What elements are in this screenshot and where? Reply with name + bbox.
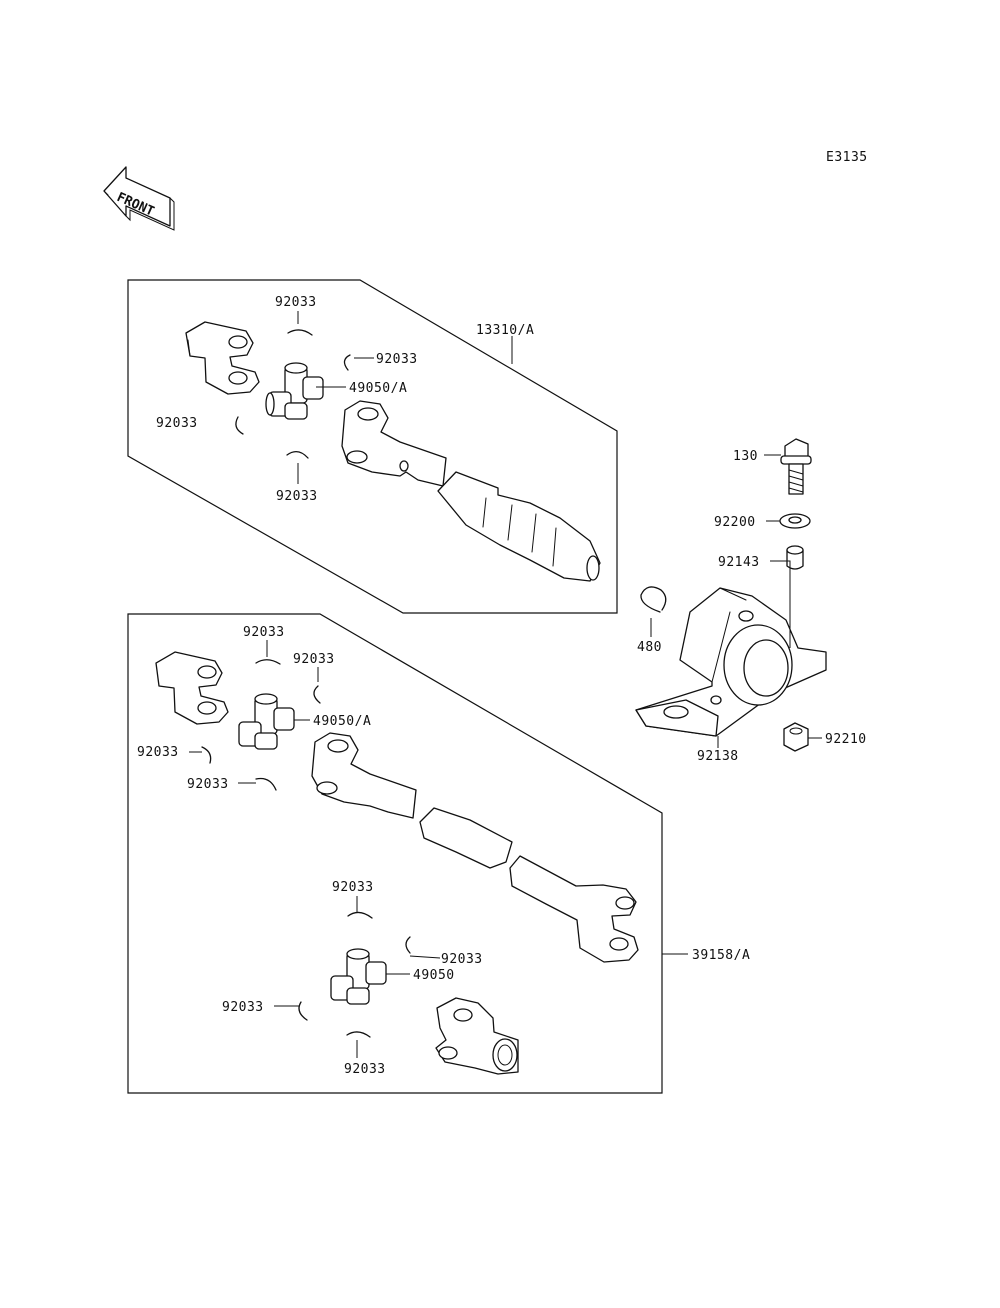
callout-upper-clip-left: 92033 — [156, 416, 198, 431]
lower-clip-f-icon — [405, 936, 411, 954]
diagram-code: E3135 — [826, 150, 868, 165]
callout-collar: 92143 — [718, 555, 760, 570]
callout-lower-clip-b: 92033 — [293, 652, 335, 667]
lower-spider-b-icon — [330, 948, 387, 1005]
lower-clip-b-icon — [313, 685, 321, 704]
callout-upper-spider: 49050/A — [349, 381, 407, 396]
lower-shaft-icon — [311, 732, 639, 963]
upper-shaft-icon — [341, 400, 601, 582]
callout-upper-clip-top: 92033 — [275, 295, 317, 310]
upper-assembly-frame — [127, 279, 618, 614]
lower-yoke-splined-icon — [435, 997, 519, 1075]
lower-clip-c-icon — [201, 746, 212, 764]
upper-clip-top-icon — [287, 329, 313, 336]
bolt-icon — [780, 438, 812, 495]
callout-washer: 92200 — [714, 515, 756, 530]
callout-upper-clip-bottom: 92033 — [276, 489, 318, 504]
lower-yoke-left-icon — [155, 651, 229, 725]
upper-yoke-icon — [185, 321, 260, 395]
callout-lower-clip-c: 92033 — [137, 745, 179, 760]
lower-spider-a-icon — [238, 693, 295, 750]
callout-lower-clip-d: 92033 — [187, 777, 229, 792]
callout-assembly-upper: 13310/A — [476, 323, 534, 338]
upper-clip-left-icon — [235, 416, 244, 435]
callout-circlip: 480 — [637, 640, 662, 655]
lower-clip-e-icon — [347, 911, 373, 919]
upper-clip-bottom-icon — [286, 451, 309, 459]
callout-lower-clip-a: 92033 — [243, 625, 285, 640]
lower-clip-d-icon — [255, 777, 277, 791]
callout-lower-clip-f: 92033 — [441, 952, 483, 967]
circlip-icon — [640, 586, 667, 613]
callout-lower-clip-g: 92033 — [222, 1000, 264, 1015]
callout-bearing-housing: 92138 — [697, 749, 739, 764]
nut-icon — [783, 722, 809, 752]
callout-assembly-lower: 39158/A — [692, 948, 750, 963]
bearing-housing-icon — [635, 587, 827, 737]
callout-bolt: 130 — [733, 449, 758, 464]
front-arrow-icon: FRONT — [103, 166, 175, 231]
lower-clip-a-icon — [255, 659, 281, 665]
upper-spider-icon — [265, 362, 324, 420]
callout-upper-clip-right: 92033 — [376, 352, 418, 367]
callout-lower-clip-h: 92033 — [344, 1062, 386, 1077]
lower-assembly-frame — [127, 613, 663, 1094]
lower-clip-h-icon — [346, 1031, 371, 1038]
collar-icon — [786, 545, 804, 570]
washer-icon — [779, 513, 811, 529]
lower-clip-g-icon — [298, 1001, 308, 1021]
callout-lower-spider-b: 49050 — [413, 968, 455, 983]
upper-clip-right-icon — [343, 354, 351, 371]
callout-nut: 92210 — [825, 732, 867, 747]
callout-lower-clip-e: 92033 — [332, 880, 374, 895]
callout-lower-spider-a: 49050/A — [313, 714, 371, 729]
